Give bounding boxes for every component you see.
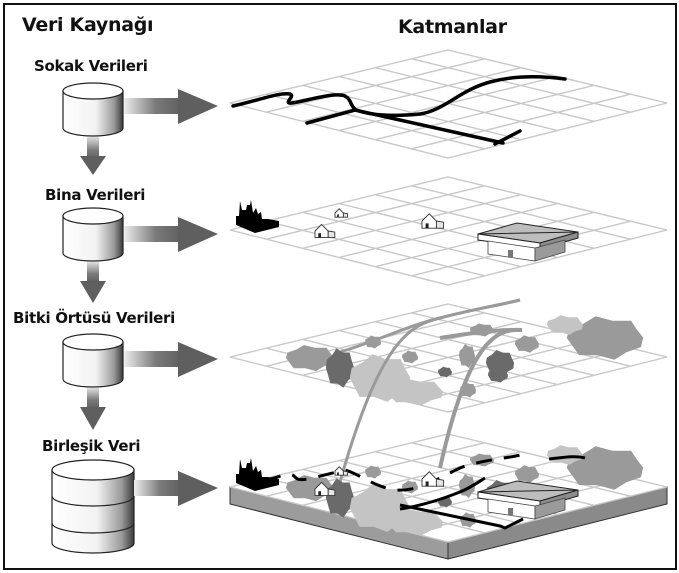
- tree-canopy: [566, 446, 644, 490]
- street-line: [548, 455, 586, 461]
- tree-canopy: [459, 344, 476, 368]
- sources-header: Veri Kaynağı: [22, 14, 154, 36]
- arrow-down-icon: [80, 137, 106, 175]
- arrow-down-icon: [80, 388, 106, 430]
- arrow-right-icon: [124, 217, 218, 252]
- tree-canopy: [325, 478, 355, 518]
- tree-canopy: [546, 315, 584, 335]
- arrow-right-icon: [124, 89, 218, 124]
- office-building-icon: [477, 222, 579, 262]
- tree-canopy: [365, 465, 382, 479]
- source-label-combined: Birleşik Veri: [42, 437, 141, 455]
- tree-canopy: [386, 379, 444, 406]
- tree-canopy: [469, 323, 495, 337]
- tree-canopy: [566, 316, 644, 360]
- database-icon: [62, 333, 124, 388]
- house-icon: [334, 466, 349, 476]
- arrow-down-icon: [80, 262, 106, 303]
- street-line: [493, 129, 522, 146]
- street-line: [399, 503, 524, 530]
- stream-line: [338, 298, 521, 483]
- source-label-streets: Sokak Verileri: [34, 57, 148, 75]
- grid-line: [411, 93, 631, 150]
- house-icon: [421, 471, 445, 487]
- office-building-icon: [477, 480, 579, 520]
- tree-canopy: [546, 445, 584, 465]
- house-icon: [334, 208, 349, 218]
- street-layer: [229, 49, 668, 159]
- factory-icon: [236, 200, 279, 233]
- tree-canopy: [514, 335, 540, 353]
- house-icon: [421, 213, 445, 229]
- house-icon: [314, 481, 336, 497]
- database-icon: [62, 82, 124, 137]
- tree-canopy: [438, 366, 453, 378]
- building-layer: [229, 176, 668, 286]
- arrow-right-icon: [124, 342, 218, 377]
- database-icon: [62, 207, 124, 262]
- tree-canopy: [285, 345, 335, 372]
- street-line: [264, 453, 521, 492]
- tree-canopy: [469, 453, 495, 467]
- vegetation-layer: [229, 298, 668, 413]
- street-line: [399, 476, 486, 511]
- source-label-buildings: Bina Verileri: [45, 186, 146, 204]
- street-line: [305, 108, 505, 145]
- combined-layer: [229, 298, 668, 560]
- street-line: [231, 75, 567, 118]
- street-overlay: [264, 453, 586, 530]
- tree-canopy: [365, 335, 382, 349]
- source-label-vegetation: Bitki Örtüsü Verileri: [13, 309, 175, 327]
- grid-line: [411, 347, 631, 404]
- building-overlay: [236, 458, 579, 520]
- layers-header: Katmanlar: [398, 16, 507, 38]
- tree-canopy: [402, 350, 419, 364]
- tree-canopy: [325, 348, 355, 388]
- factory-icon: [236, 458, 279, 491]
- stacked-database-icon: [51, 459, 135, 554]
- tree-canopy: [514, 465, 540, 483]
- arrow-right-icon: [134, 471, 218, 506]
- tree-canopy: [386, 509, 444, 536]
- house-icon: [314, 223, 336, 239]
- vegetation-strip: [438, 327, 523, 469]
- tree-canopy: [487, 367, 509, 383]
